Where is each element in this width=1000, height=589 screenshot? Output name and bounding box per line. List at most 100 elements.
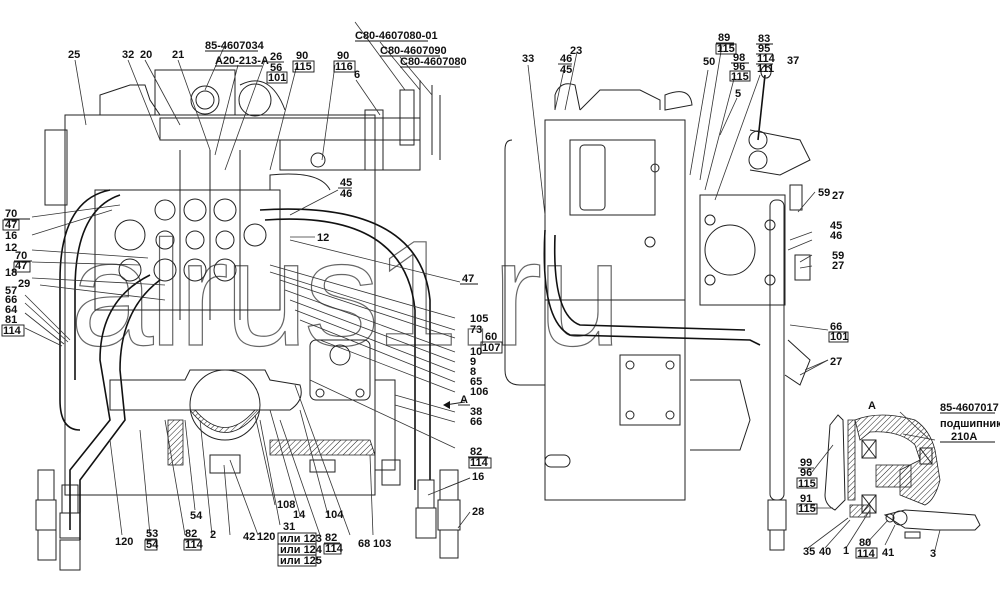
callout-64: 64: [5, 304, 18, 316]
callout-47: 47: [15, 260, 27, 272]
callouts-bottom: 120 53 54 54 82 114 2 42 120 108 14 31 и…: [115, 499, 391, 567]
part-number-line-01: С80-4607080-01: [355, 30, 438, 42]
callout-89: 89: [718, 32, 730, 44]
callout-96: 96: [733, 61, 745, 73]
callout-40: 40: [819, 546, 831, 558]
callout-38: 38: [470, 406, 482, 418]
watermark-text: alrus1.ru: [70, 209, 618, 377]
callout-115: 115: [717, 43, 735, 55]
callout-116: 116: [335, 61, 353, 73]
callout-21: 21: [172, 49, 184, 61]
callout-115: 115: [731, 71, 749, 83]
callout-70: 70: [15, 250, 27, 262]
callout-96: 96: [800, 467, 812, 479]
callout-or-123: или 123: [280, 533, 322, 545]
callout-42: 42: [243, 531, 255, 543]
callout-104: 104: [325, 509, 344, 521]
callout-20: 20: [140, 49, 152, 61]
watermark: alrus1.ru: [69, 208, 622, 377]
callout-45: 45: [560, 64, 572, 76]
callout-33: 33: [522, 53, 534, 65]
callout-2: 2: [210, 529, 216, 541]
detail-a-drawing: [824, 414, 981, 539]
callout-6: 6: [354, 69, 360, 81]
callout-53: 53: [146, 528, 158, 540]
callout-83: 83: [758, 33, 770, 45]
callout-or-124: или 124: [280, 544, 323, 556]
callout-12: 12: [5, 242, 17, 254]
part-number-valve-assy: 85-4607034: [205, 40, 265, 52]
callout-14: 14: [293, 509, 306, 521]
callout-114: 114: [470, 457, 489, 469]
callout-16: 16: [472, 471, 484, 483]
callout-16: 16: [5, 230, 17, 242]
part-number-line-080: С80-4607080: [400, 56, 467, 68]
callout-41: 41: [882, 547, 894, 559]
callout-9: 9: [470, 356, 476, 368]
callout-80: 80: [859, 537, 871, 549]
callout-73: 73: [470, 324, 482, 336]
callout-81: 81: [5, 314, 17, 326]
part-number-hose: А20-213-А: [215, 55, 269, 67]
bearing-number: 210А: [951, 431, 977, 443]
callout-57: 57: [5, 285, 17, 297]
callout-or-125: или 125: [280, 555, 322, 567]
callout-18: 18: [5, 267, 17, 279]
callout-120: 120: [115, 536, 133, 548]
callout-95: 95: [758, 43, 770, 55]
callout-115: 115: [798, 478, 816, 490]
callout-27: 27: [830, 356, 842, 368]
callout-32: 32: [122, 49, 134, 61]
callout-115: 115: [798, 503, 816, 515]
callout-56: 56: [270, 62, 282, 74]
callout-111: 111: [757, 63, 774, 75]
callout-31: 31: [283, 521, 295, 533]
callout-99: 99: [800, 457, 812, 469]
callout-29: 29: [18, 278, 30, 290]
callout-108: 108: [277, 499, 295, 511]
callout-47: 47: [5, 219, 17, 231]
callouts-left: 25 32 20 21 26 56 101 90 115 90 116 6 45…: [1, 49, 503, 518]
callout-50: 50: [703, 56, 715, 68]
callout-54: 54: [190, 510, 203, 522]
callout-105: 105: [470, 313, 488, 325]
callout-25: 25: [68, 49, 80, 61]
left-view-drawing: [35, 69, 466, 571]
callout-103: 103: [373, 538, 391, 550]
callouts-detail: A 99 96 115 91 115 35 40 1 80 114 41 3: [796, 400, 936, 560]
callout-46: 46: [340, 188, 352, 200]
callout-8: 8: [470, 366, 476, 378]
detail-title: A: [868, 400, 876, 412]
callout-82: 82: [325, 532, 337, 544]
leader-lines: [24, 21, 941, 551]
callout-66: 66: [470, 416, 482, 428]
callout-66: 66: [830, 321, 842, 333]
callout-26: 26: [270, 51, 282, 63]
callout-1: 1: [843, 545, 849, 557]
callout-101: 101: [268, 72, 286, 84]
part-number-detail-assy: 85-4607017: [940, 402, 999, 414]
callout-90: 90: [296, 50, 308, 62]
callout-91: 91: [800, 493, 812, 505]
callout-59: 59: [818, 187, 830, 199]
callouts-right: 33 46 45 23 50 89 115 98 96 115 83 95 11…: [522, 32, 849, 368]
callout-114: 114: [857, 548, 876, 560]
callout-66: 66: [5, 294, 17, 306]
callout-3: 3: [930, 548, 936, 560]
callout-114: 114: [757, 53, 776, 65]
callout-54: 54: [146, 539, 159, 551]
callout-82: 82: [185, 528, 197, 540]
callout-10: 10: [470, 346, 482, 358]
part-numbers: 85-4607034 А20-213-А С80-4607080-01 С80-…: [205, 30, 1000, 443]
callout-37: 37: [787, 55, 799, 67]
callout-114: 114: [185, 539, 204, 551]
callout-120: 120: [257, 531, 275, 543]
part-number-line-090: С80-4607090: [380, 45, 447, 57]
callout-45: 45: [830, 220, 842, 232]
callout-46: 46: [830, 230, 842, 242]
callout-35: 35: [803, 546, 815, 558]
callout-27: 27: [832, 190, 844, 202]
callout-60: 60: [485, 331, 497, 343]
callout-101: 101: [830, 331, 848, 343]
